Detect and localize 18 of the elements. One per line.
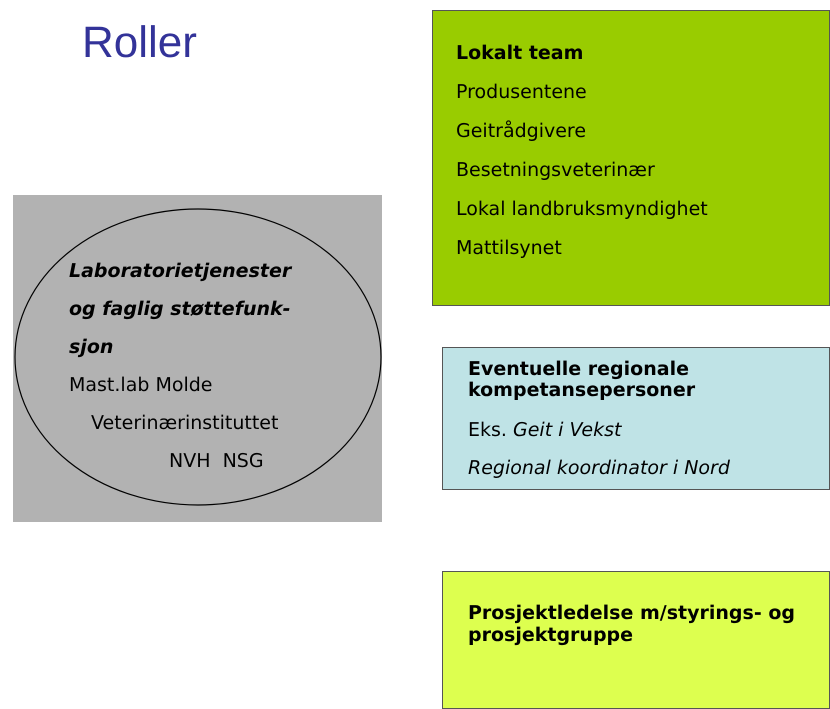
list-item: Regional koordinator i Nord: [468, 456, 731, 481]
project-box: [442, 571, 830, 709]
list-item: Mattilsynet: [456, 236, 563, 261]
list-item: Lokal landbruksmyndighet: [456, 197, 709, 222]
list-item: Eks. Geit i Vekst: [468, 418, 623, 443]
heading-text: Lokalt team: [456, 41, 584, 66]
list-item: NVH NSG: [168, 449, 265, 474]
title: Roller: [82, 17, 197, 69]
list-item: Veterinærinstituttet: [90, 411, 280, 436]
list-item: Produsentene: [456, 80, 588, 105]
heading-text: Eventuelle regionale kompetansepersoner: [468, 359, 696, 401]
team-box: [432, 10, 830, 306]
heading-text: Laboratorietjenester og faglig støttefunk-sjon: [69, 259, 294, 360]
list-item: Mast.lab Molde: [69, 373, 214, 398]
list-item: Geitrådgivere: [456, 119, 588, 144]
regional-box: [442, 347, 830, 490]
heading-text: Prosjektledelse m/styrings- og prosjektgruppe: [468, 602, 796, 646]
list-item: Besetningsveterinær: [456, 158, 656, 183]
